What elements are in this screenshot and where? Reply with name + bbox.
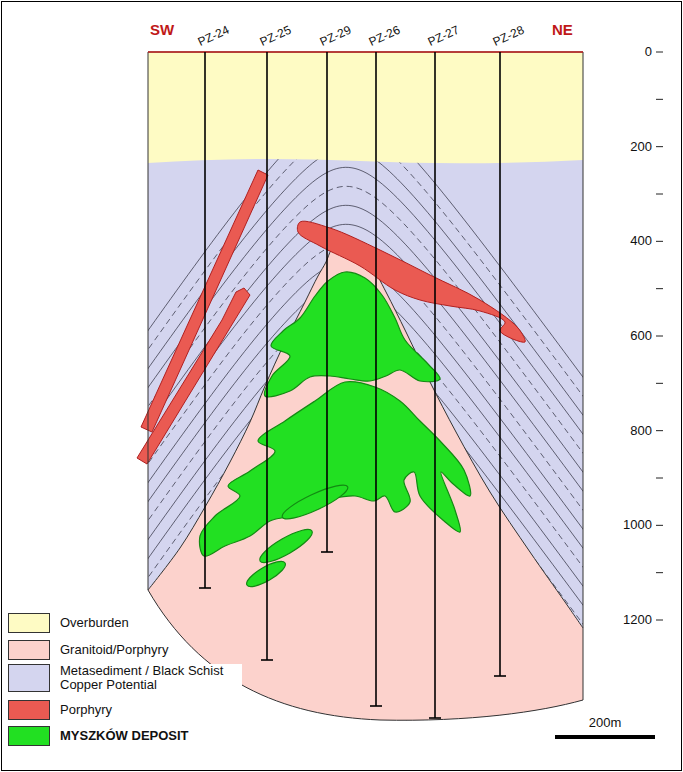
drill-hole-label: PZ-26 xyxy=(366,22,402,50)
hole-end xyxy=(261,659,273,661)
hole-end xyxy=(321,551,333,553)
legend-swatch xyxy=(8,726,50,746)
legend-item: MYSZKÓW DEPOSIT xyxy=(8,726,191,746)
drill-hole-label: PZ-25 xyxy=(257,22,293,50)
depth-label: 0 xyxy=(645,44,652,60)
porphyry-dike xyxy=(137,288,250,464)
surface-line xyxy=(148,51,583,53)
depth-tick xyxy=(656,430,663,431)
porphyry-dike xyxy=(297,221,525,342)
depth-tick xyxy=(656,525,663,526)
depth-tick xyxy=(656,194,663,195)
drill-holes xyxy=(199,52,506,718)
drill-hole-label: PZ-28 xyxy=(490,22,526,50)
scale-bar xyxy=(555,735,655,739)
hole-end xyxy=(494,675,506,677)
legend-label: Overburden xyxy=(58,616,131,630)
drill-hole xyxy=(266,52,268,660)
depth-label: 200 xyxy=(630,139,652,155)
drill-hole xyxy=(326,52,328,552)
legend-item: Granitoid/Porphyry xyxy=(8,640,170,660)
hole-end xyxy=(199,587,211,589)
legend-swatch xyxy=(8,613,50,633)
depth-label: 600 xyxy=(630,328,652,344)
legend-label: MYSZKÓW DEPOSIT xyxy=(58,729,191,743)
hole-end xyxy=(370,705,382,707)
granitoid-dome xyxy=(148,236,583,720)
depth-label: 400 xyxy=(630,233,652,249)
ore-body xyxy=(199,381,470,556)
depth-tick xyxy=(656,241,663,242)
legend-swatch xyxy=(8,640,50,660)
depth-tick xyxy=(656,99,663,100)
depth-tick xyxy=(656,146,663,147)
legend-item: Overburden xyxy=(8,613,131,633)
scale-label: 200m xyxy=(589,715,622,731)
drill-hole-label: PZ-27 xyxy=(425,22,461,50)
legend-item: Metasediment / Black Schist Copper Poten… xyxy=(8,664,242,692)
fold-line xyxy=(120,718,600,772)
depth-label: 1000 xyxy=(623,517,652,533)
depth-label: 1200 xyxy=(623,612,652,628)
legend-swatch xyxy=(8,664,50,692)
overburden xyxy=(148,52,583,163)
legend-label: Porphyry xyxy=(58,703,114,717)
ore-lens xyxy=(256,524,316,568)
legend-swatch xyxy=(8,700,50,720)
ore-lens xyxy=(243,557,288,591)
drill-hole xyxy=(375,52,377,706)
depth-label: 800 xyxy=(630,423,652,439)
depth-tick xyxy=(656,336,663,337)
drill-hole-label: PZ-29 xyxy=(317,22,353,50)
legend-label: Metasediment / Black Schist Copper Poten… xyxy=(58,664,242,692)
depth-tick xyxy=(656,572,663,573)
drill-hole xyxy=(434,52,436,718)
schist-body xyxy=(148,52,583,720)
depth-tick xyxy=(656,383,663,384)
drill-hole-label: PZ-24 xyxy=(195,22,231,50)
deposit xyxy=(199,272,470,591)
legend-label: Granitoid/Porphyry xyxy=(58,643,170,657)
ore-lens xyxy=(279,480,351,525)
depth-tick xyxy=(656,52,663,53)
depth-tick xyxy=(656,288,663,289)
legend-item: Porphyry xyxy=(8,700,114,720)
depth-tick xyxy=(656,478,663,479)
drill-hole xyxy=(204,52,206,588)
depth-tick xyxy=(656,620,663,621)
direction-label: SW xyxy=(150,22,174,38)
drill-hole xyxy=(499,52,501,676)
hole-end xyxy=(429,717,441,719)
direction-label: NE xyxy=(552,22,573,38)
section-outline xyxy=(148,52,583,720)
